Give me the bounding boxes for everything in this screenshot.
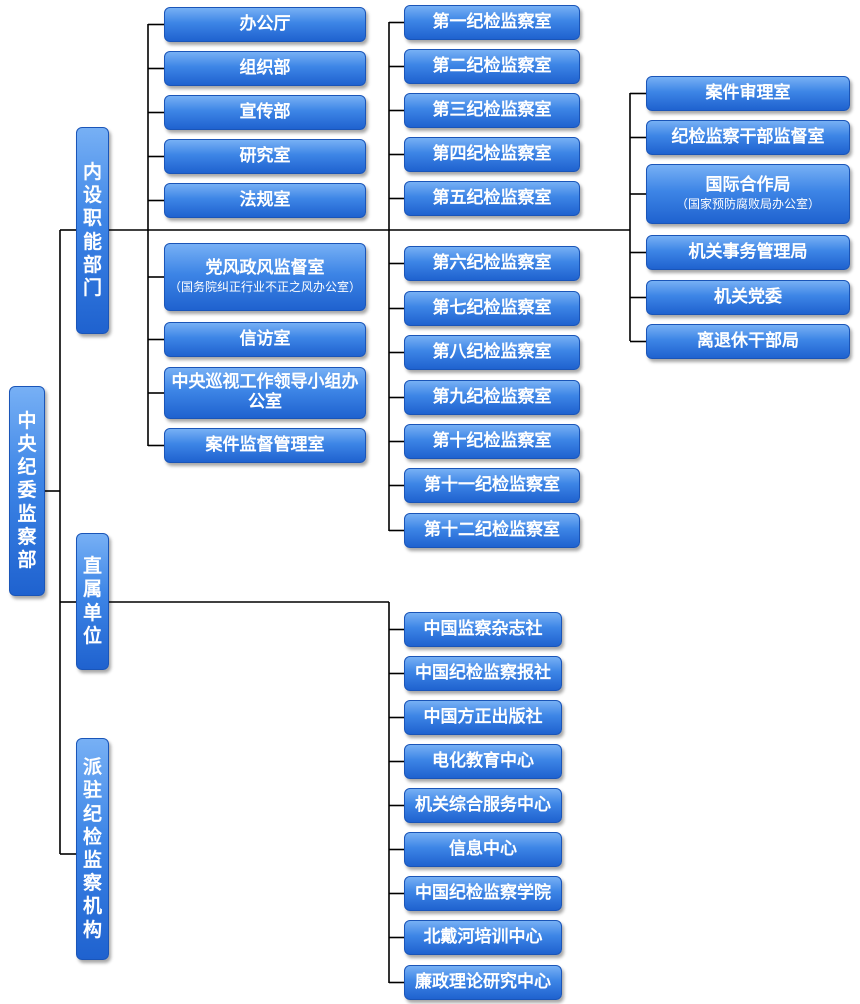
direct-unit-label: 廉政理论研究中心 [415, 971, 551, 992]
branch-direct-label: 直属单位 [82, 555, 102, 647]
internal-dept-6: 党风政风监督室（国务院纠正行业不正之风办公室） [164, 243, 366, 311]
internal-dept-3: 宣传部 [164, 95, 366, 130]
internal-dept-sublabel: （国务院纠正行业不正之风办公室） [168, 279, 361, 294]
inspection-office-label: 第一纪检监察室 [432, 11, 552, 32]
direct-unit-1: 中国监察杂志社 [404, 612, 562, 647]
internal-bureau-label: 机关事务管理局 [688, 241, 808, 262]
branch-internal: 内设职能部门 [76, 127, 109, 334]
direct-unit-label: 中国纪检监察报社 [415, 662, 551, 683]
inspection-office-label: 第五纪检监察室 [432, 187, 552, 208]
internal-dept-label: 法规室 [239, 189, 291, 210]
direct-unit-6: 信息中心 [404, 832, 562, 867]
internal-bureau-2: 纪检监察干部监督室 [646, 120, 850, 155]
internal-bureau-1: 案件审理室 [646, 76, 850, 111]
internal-bureau-label: 离退休干部局 [697, 330, 799, 351]
direct-unit-3: 中国方正出版社 [404, 700, 562, 735]
inspection-office-3: 第三纪检监察室 [404, 93, 580, 128]
direct-unit-2: 中国纪检监察报社 [404, 656, 562, 691]
direct-unit-label: 中国纪检监察学院 [415, 882, 551, 903]
internal-dept-label: 组织部 [239, 57, 291, 78]
inspection-office-label: 第十二纪检监察室 [424, 519, 560, 540]
root-node: 中央纪委 监察部 [9, 386, 45, 596]
direct-unit-label: 电化教育中心 [432, 750, 534, 771]
internal-bureau-label: 国际合作局 [705, 175, 791, 196]
inspection-office-label: 第六纪检监察室 [432, 252, 552, 273]
internal-dept-label: 宣传部 [239, 101, 291, 122]
inspection-office-label: 第八纪检监察室 [432, 341, 552, 362]
direct-unit-label: 北戴河培训中心 [423, 926, 543, 947]
internal-dept-7: 信访室 [164, 322, 366, 357]
internal-bureau-6: 离退休干部局 [646, 324, 850, 359]
internal-dept-2: 组织部 [164, 51, 366, 86]
inspection-office-label: 第十一纪检监察室 [424, 474, 560, 495]
inspection-office-8: 第八纪检监察室 [404, 335, 580, 370]
inspection-office-10: 第十纪检监察室 [404, 424, 580, 459]
inspection-office-1: 第一纪检监察室 [404, 5, 580, 40]
internal-bureau-3: 国际合作局（国家预防腐败局办公室） [646, 164, 850, 224]
internal-bureau-5: 机关党委 [646, 280, 850, 315]
inspection-office-label: 第四纪检监察室 [432, 143, 552, 164]
internal-bureau-label: 纪检监察干部监督室 [671, 126, 825, 147]
direct-unit-label: 信息中心 [449, 838, 517, 859]
internal-dept-label: 研究室 [239, 145, 291, 166]
direct-unit-label: 中国监察杂志社 [423, 618, 543, 639]
internal-dept-label: 中央巡视工作领导小组办公室 [171, 372, 359, 412]
branch-stationed: 派驻纪检监察机构 [76, 738, 109, 960]
internal-dept-9: 案件监督管理室 [164, 428, 366, 463]
inspection-office-label: 第十纪检监察室 [432, 430, 552, 451]
inspection-office-11: 第十一纪检监察室 [404, 468, 580, 503]
internal-bureau-label: 案件审理室 [705, 82, 791, 103]
inspection-office-7: 第七纪检监察室 [404, 291, 580, 326]
branch-stationed-label: 派驻纪检监察机构 [82, 756, 102, 941]
inspection-office-12: 第十二纪检监察室 [404, 513, 580, 548]
inspection-office-2: 第二纪检监察室 [404, 49, 580, 84]
inspection-office-label: 第九纪检监察室 [432, 386, 552, 407]
inspection-office-4: 第四纪检监察室 [404, 137, 580, 172]
internal-dept-8: 中央巡视工作领导小组办公室 [164, 367, 366, 419]
inspection-office-label: 第二纪检监察室 [432, 55, 552, 76]
root-label: 中央纪委 监察部 [17, 409, 37, 571]
inspection-office-5: 第五纪检监察室 [404, 181, 580, 216]
internal-bureau-sublabel: （国家预防腐败局办公室） [675, 196, 820, 211]
inspection-office-9: 第九纪检监察室 [404, 380, 580, 415]
internal-dept-label: 案件监督管理室 [205, 434, 325, 455]
internal-dept-1: 办公厅 [164, 7, 366, 42]
inspection-office-label: 第七纪检监察室 [432, 297, 552, 318]
direct-unit-7: 中国纪检监察学院 [404, 876, 562, 911]
internal-dept-5: 法规室 [164, 183, 366, 218]
inspection-office-label: 第三纪检监察室 [432, 99, 552, 120]
direct-unit-8: 北戴河培训中心 [404, 920, 562, 955]
internal-dept-label: 党风政风监督室 [205, 258, 325, 279]
direct-unit-5: 机关综合服务中心 [404, 788, 562, 823]
internal-dept-4: 研究室 [164, 139, 366, 174]
branch-direct: 直属单位 [76, 533, 109, 670]
branch-internal-label: 内设职能部门 [82, 160, 102, 299]
internal-bureau-label: 机关党委 [714, 286, 782, 307]
internal-bureau-4: 机关事务管理局 [646, 235, 850, 270]
direct-unit-label: 中国方正出版社 [423, 706, 543, 727]
internal-dept-label: 办公厅 [239, 13, 291, 34]
direct-unit-label: 机关综合服务中心 [415, 794, 551, 815]
direct-unit-4: 电化教育中心 [404, 744, 562, 779]
direct-unit-9: 廉政理论研究中心 [404, 965, 562, 1000]
internal-dept-label: 信访室 [239, 328, 291, 349]
inspection-office-6: 第六纪检监察室 [404, 246, 580, 281]
